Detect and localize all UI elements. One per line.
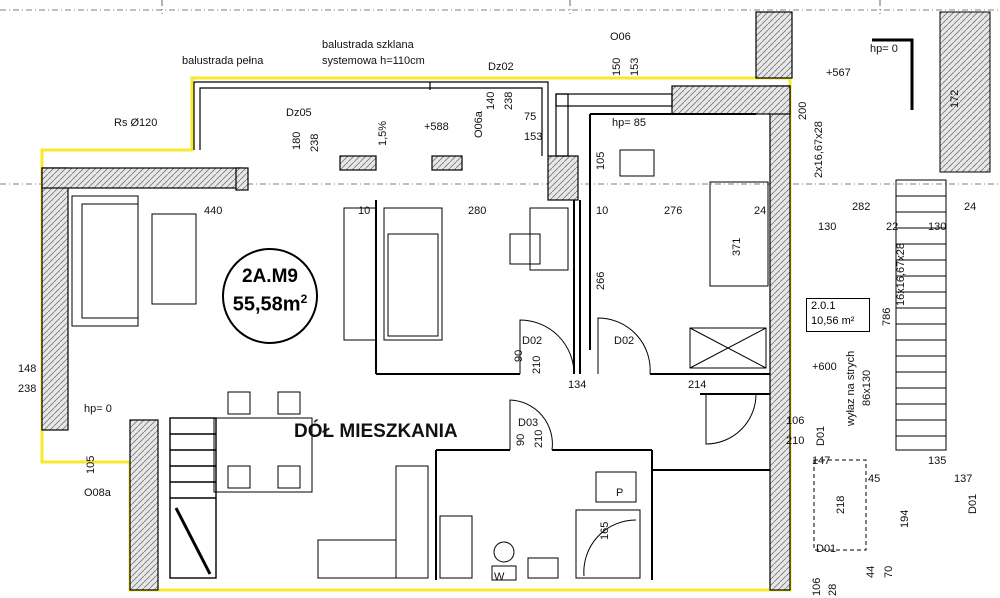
dim-130-b: 130 (928, 221, 947, 233)
dim-24-b: 24 (964, 201, 977, 213)
dim-105: 105 (595, 151, 607, 170)
dim-200: 200 (797, 101, 809, 120)
dim-276: 276 (664, 205, 683, 217)
dim-440: 440 (204, 205, 223, 217)
fixture-p: P (616, 487, 624, 499)
dim-24-a: 24 (754, 205, 767, 217)
dim-180: 180 (291, 131, 303, 150)
exterior-walls (41, 11, 793, 591)
window-o08a: O08a (84, 487, 111, 499)
dim-70: 70 (883, 565, 895, 578)
window-dz02: Dz02 (488, 61, 514, 73)
room-201-area: 10,56 m² (811, 315, 855, 327)
door-d02-b: D02 (614, 335, 635, 347)
dim-210-b: 210 (531, 355, 543, 374)
dim-218: 218 (835, 495, 847, 514)
dim-153-a: 153 (629, 57, 641, 76)
window-dz05: Dz05 (286, 107, 312, 119)
fixture-w: W (494, 571, 505, 583)
dim-90-b: 90 (515, 433, 527, 446)
unit-code: 2A.M9 (242, 266, 298, 287)
stair-flight-2: 2x16,67x28 (813, 121, 825, 178)
dim-194: 194 (899, 509, 911, 528)
dim-147: 147 (812, 455, 831, 467)
dim-371: 371 (731, 237, 743, 256)
hatch-label: wyłaz na strych (845, 350, 857, 426)
hatch-size: 86x130 (861, 369, 873, 406)
dim-153-b: 153 (524, 131, 543, 143)
dim-280: 280 (468, 205, 487, 217)
dim-238-c: 238 (503, 91, 515, 110)
common-staircase (813, 11, 991, 551)
label-hp0-left: hp= 0 (84, 403, 112, 415)
dim-238-a: 238 (18, 383, 37, 395)
balcony (193, 81, 673, 157)
unit-area-value: 55,58m (232, 293, 301, 316)
label-slope: 1,5% (377, 120, 389, 146)
door-d03: D03 (518, 417, 539, 429)
dim-137: 137 (954, 473, 973, 485)
dim-214: 214 (688, 379, 707, 391)
dim-134: 134 (568, 379, 587, 391)
door-d01-b: D01 (816, 543, 837, 555)
door-d02-a: D02 (522, 335, 543, 347)
dim-105-b: 105 (85, 455, 97, 474)
label-level-600: +600 (812, 361, 837, 373)
internal-stair (169, 417, 217, 579)
dim-172: 172 (949, 89, 961, 108)
room-201-box: 2.0.1 10,56 m² (806, 298, 870, 332)
dim-45: 45 (868, 473, 881, 485)
grid-lines (0, 0, 1000, 185)
dim-148: 148 (18, 363, 37, 375)
dim-22: 22 (886, 221, 899, 233)
dim-106: 106 (786, 415, 805, 427)
stair-flight-1: 16x16,67x28 (895, 243, 907, 306)
label-drain: Rs Ø120 (114, 117, 158, 129)
dim-135: 135 (928, 455, 947, 467)
dim-44: 44 (865, 565, 877, 578)
unit-badge: 2A.M9 55,58m2 (222, 248, 318, 344)
label-glass-rail-2: systemowa h=110cm (322, 55, 425, 67)
label-glass-rail-1: balustrada szklana (322, 39, 414, 51)
room-201-code: 2.0.1 (811, 300, 836, 312)
label-hp85: hp= 85 (612, 117, 646, 129)
dim-150: 150 (611, 57, 623, 76)
dim-210: 210 (786, 435, 805, 447)
window-o06a: O06a (473, 111, 485, 138)
label-level-567: +567 (826, 67, 851, 79)
dim-165: 165 (599, 521, 611, 540)
dim-282: 282 (852, 201, 871, 213)
door-d01-c: D01 (967, 493, 979, 514)
label-level-588: +588 (424, 121, 449, 133)
dim-75: 75 (524, 111, 537, 123)
dim-10-b: 10 (596, 205, 609, 217)
label-hp0-top: hp= 0 (870, 43, 898, 55)
dim-10-a: 10 (358, 205, 371, 217)
door-swings (509, 317, 757, 451)
dim-238-b: 238 (309, 133, 321, 152)
unit-area-sup: 2 (300, 292, 308, 306)
dim-266: 266 (595, 271, 607, 290)
label-solid-rail: balustrada pełna (182, 55, 264, 67)
plan-title: DÓŁ MIESZKANIA (294, 421, 458, 442)
dim-90-a: 90 (513, 349, 525, 362)
door-d01-a: D01 (815, 425, 827, 446)
dim-786: 786 (881, 307, 893, 326)
dim-130-a: 130 (818, 221, 837, 233)
furniture (71, 149, 769, 581)
dim-106-b: 106 (811, 577, 823, 596)
window-o06: O06 (610, 31, 631, 43)
dim-28: 28 (827, 583, 839, 596)
unit-area: 55,58m2 (224, 292, 316, 317)
dim-140: 140 (485, 91, 497, 110)
dim-210-c: 210 (533, 429, 545, 448)
